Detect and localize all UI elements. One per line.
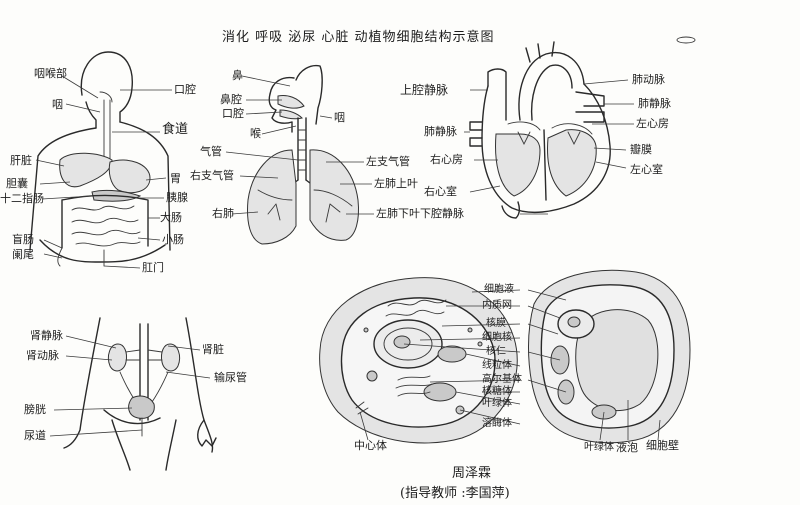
label-heart-shangqiangjingmai: 上腔静脉	[400, 83, 449, 97]
label-cell-xibaoye: 细胞液	[484, 284, 514, 295]
label-digestive-kouqiang: 口腔	[174, 83, 196, 96]
label-digestive-gan: 肝脏	[10, 154, 32, 167]
label-respiratory-zuofeishangye: 左肺上叶	[374, 177, 418, 190]
label-cell-neizhiwang: 内质网	[482, 300, 512, 311]
label-digestive-xiaochang: 小肠	[162, 233, 184, 246]
label-heart-feidongmai: 肺动脉	[632, 73, 665, 86]
label-digestive-gangmen: 肛门	[142, 261, 164, 274]
label-cell-yelvti: 叶绿体	[584, 442, 614, 453]
respiratory-system-drawing	[225, 64, 374, 245]
label-respiratory-bi: 鼻	[232, 69, 243, 82]
label-digestive-lanwei: 阑尾	[12, 248, 34, 261]
plant-cell-drawing	[527, 269, 691, 444]
label-cell-xibaobi: 细胞壁	[646, 439, 679, 452]
label-heart-zuoxinshi: 左心室	[630, 163, 663, 176]
label-respiratory-qiguan: 气管	[200, 145, 222, 158]
label-heart-youxinshi: 右心室	[424, 185, 457, 198]
label-digestive-manchang: 盲肠	[12, 233, 34, 246]
heart-drawing	[464, 41, 634, 219]
label-respiratory-hou: 喉	[250, 127, 261, 140]
label-digestive-shidao: 食道	[162, 122, 189, 137]
label-heart-feijingmai: 肺静脉	[638, 97, 671, 110]
label-digestive-yan: 咽	[52, 98, 63, 111]
label-heart-banmo: 瓣膜	[630, 143, 652, 156]
label-cell-yeluti: 叶绿体	[482, 398, 512, 409]
label-cell-rongmeiti: 溶酶体	[482, 418, 512, 429]
label-urinary-shuniaoguan: 输尿管	[214, 371, 247, 384]
digestive-system-drawing	[29, 51, 172, 269]
urinary-system-drawing	[49, 317, 217, 471]
corner-mark	[676, 36, 696, 44]
label-cell-hetangti: 核糖体	[482, 386, 512, 397]
label-respiratory-ehou: 鼻腔	[220, 93, 242, 106]
label-urinary-niaodao: 尿道	[24, 429, 46, 442]
label-heart-youxinfang: 右心房	[430, 153, 463, 166]
author-name: 周泽霖	[452, 466, 492, 481]
label-urinary-pangguang: 膀胱	[24, 403, 46, 416]
label-digestive-dachang: 大肠	[160, 211, 182, 224]
label-respiratory-zuozhiqiguan: 左支气管	[366, 155, 410, 168]
teacher-credit: (指导教师 :李国萍)	[400, 486, 510, 501]
label-cell-xianliti: 线粒体	[482, 360, 512, 371]
label-digestive-yanhoutou: 咽喉部	[34, 67, 67, 80]
label-digestive-dannang: 胆囊	[6, 177, 28, 190]
label-respiratory-yan: 咽	[334, 111, 345, 124]
page-title: 消化 呼吸 泌尿 心脏 动植物细胞结构示意图	[222, 30, 495, 45]
label-digestive-wei: 胃	[170, 172, 181, 185]
label-urinary-shenjingmai: 肾静脉	[30, 329, 63, 342]
animal-cell-drawing	[319, 277, 521, 444]
label-heart-zuoxinfang: 左心房	[636, 117, 669, 130]
label-respiratory-zuofeixiaye: 左肺下叶	[376, 207, 420, 220]
label-respiratory-youfei: 右肺	[212, 207, 234, 220]
label-cell-zhongxinti: 中心体	[354, 439, 387, 452]
label-cell-hemo: 核膜	[486, 318, 506, 329]
label-digestive-yixian: 胰腺	[166, 191, 188, 204]
label-cell-yepao: 液泡	[616, 441, 638, 454]
label-urinary-shendongmai: 肾动脉	[26, 349, 59, 362]
label-urinary-shenzang: 肾脏	[202, 343, 224, 356]
label-cell-xibaohe: 细胞核	[482, 332, 512, 343]
label-cell-heren: 核仁	[486, 346, 506, 357]
label-respiratory-kouqiang: 口腔	[222, 107, 244, 120]
label-digestive-shierzhichang: 十二指肠	[0, 192, 44, 205]
label-heart-feijingmai2: 肺静脉	[424, 125, 457, 138]
label-respiratory-youzhiqiguan: 右支气管	[190, 169, 234, 182]
label-heart-xiaqiangjingmai: 下腔静脉	[420, 207, 464, 220]
label-cell-gaoerjiti: 高尔基体	[482, 374, 522, 385]
